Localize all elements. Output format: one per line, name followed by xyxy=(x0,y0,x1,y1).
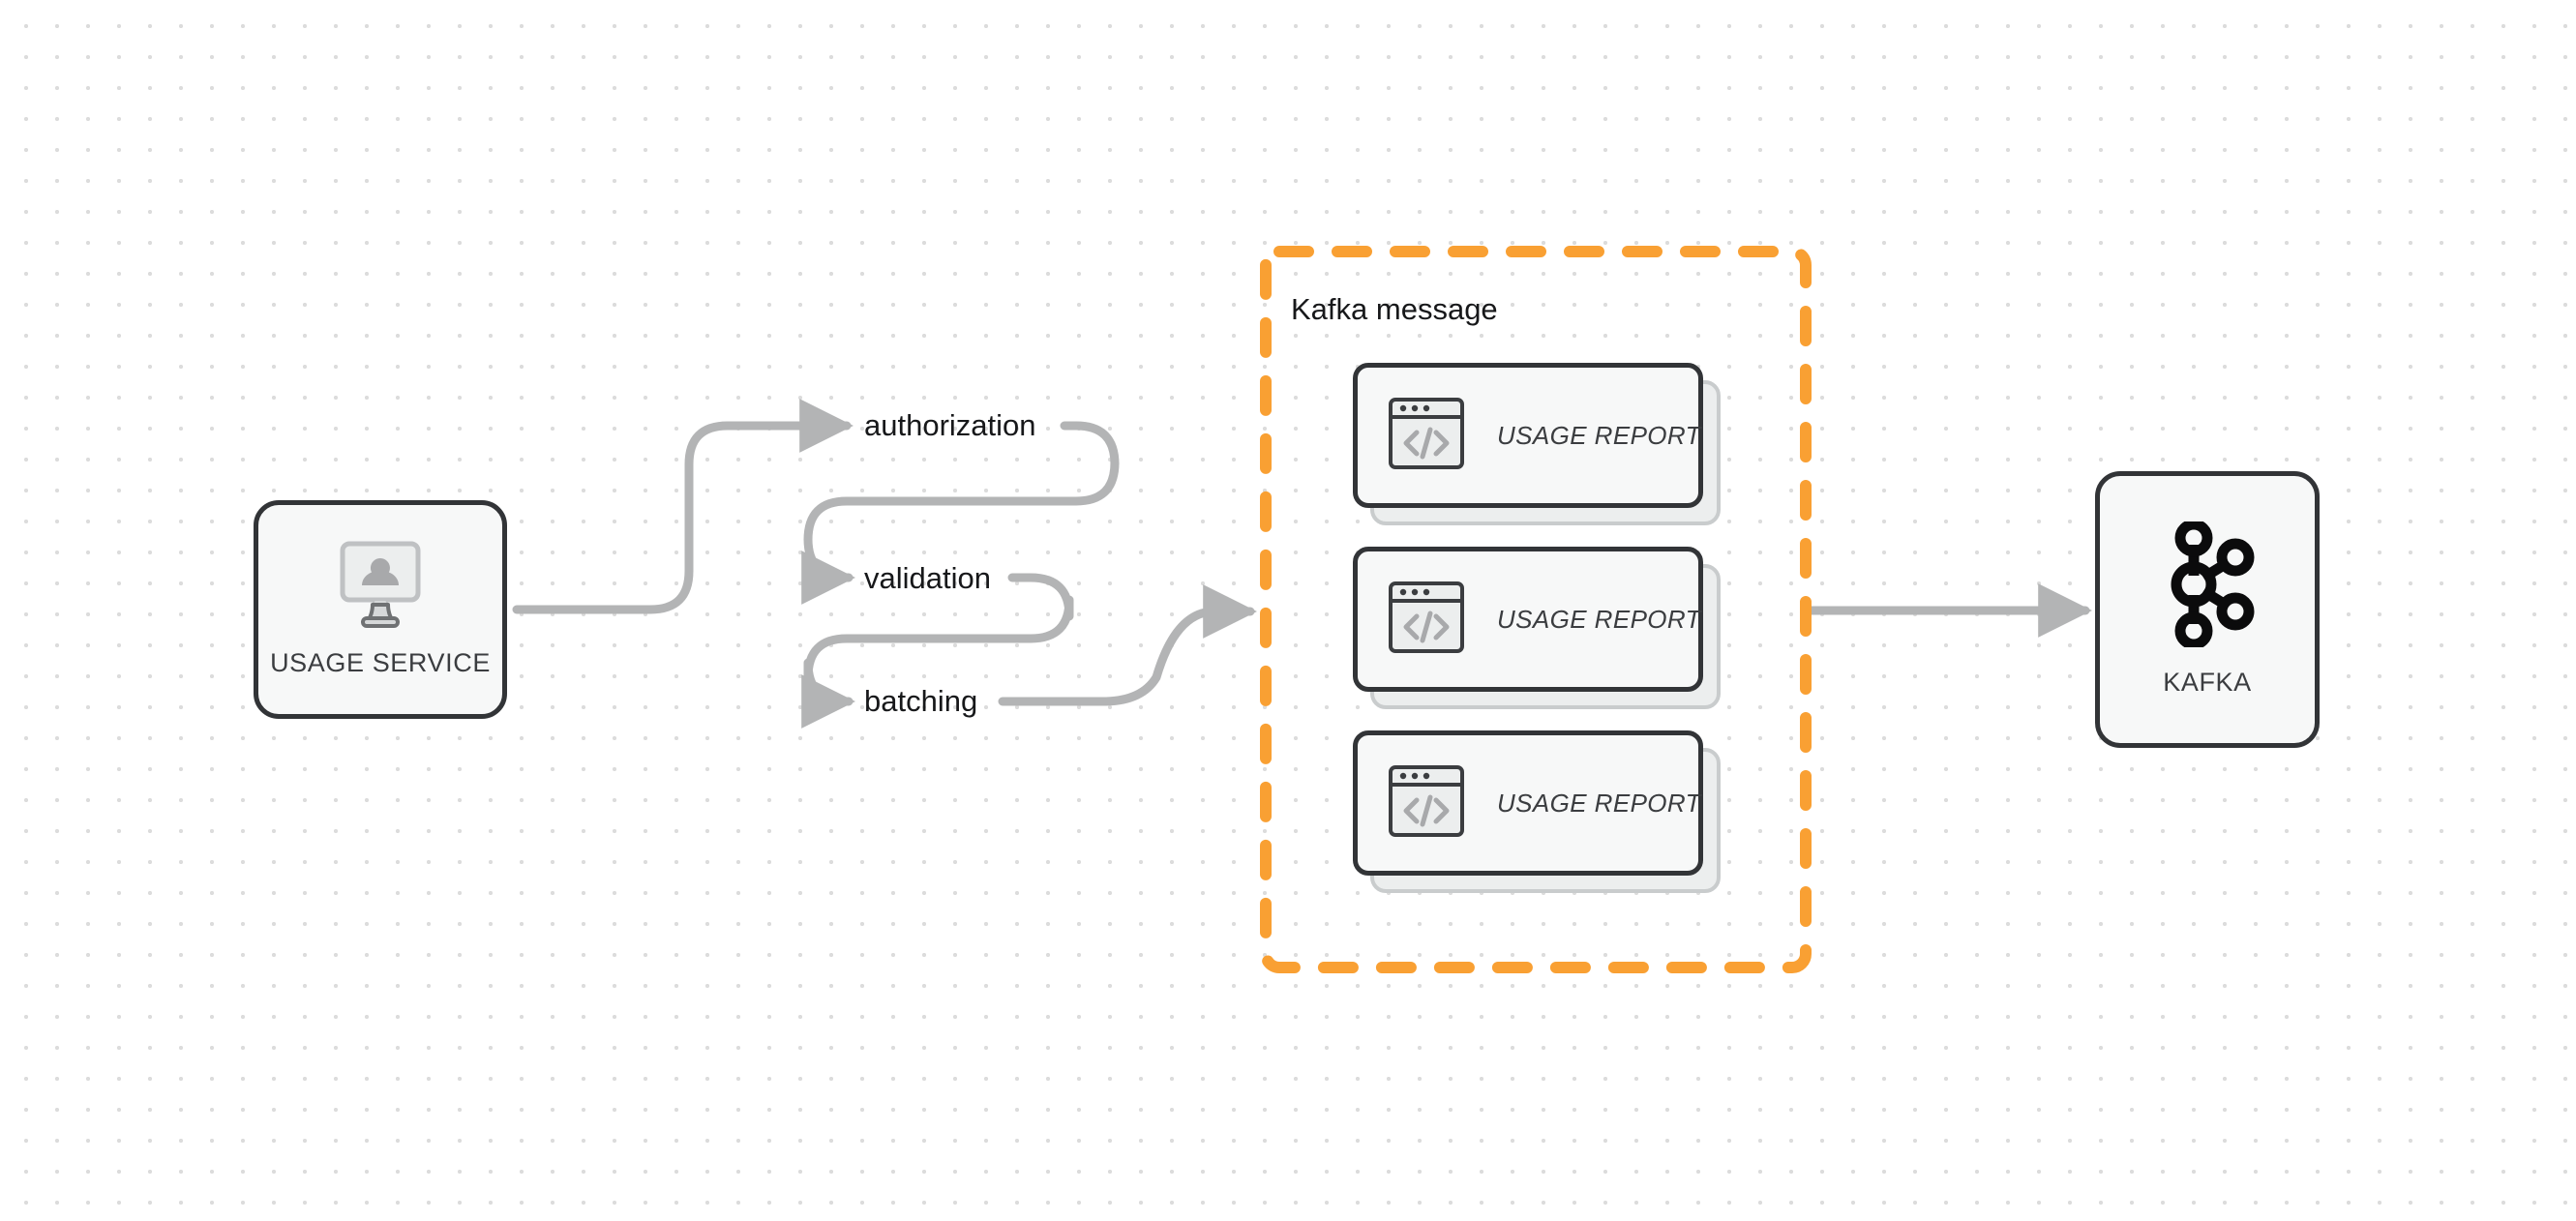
group-title-kafka-message: Kafka message xyxy=(1291,292,1498,326)
usage-report-card-label: USAGE REPORT xyxy=(1497,604,1701,634)
group-kafka-message[interactable]: Kafka message USAGE REP xyxy=(1260,246,1812,973)
usage-report-card-wrapper[interactable]: USAGE REPORT xyxy=(1353,730,1721,893)
node-label-kafka: KAFKA xyxy=(2163,668,2252,697)
connector-batching-to-kafka-message xyxy=(998,584,1257,706)
code-window-icon xyxy=(1387,394,1466,478)
monitor-user-icon xyxy=(332,541,429,633)
connector-authorization-to-validation xyxy=(801,421,1120,605)
usage-report-card[interactable]: USAGE REPORT xyxy=(1353,730,1703,876)
node-usage-service[interactable]: USAGE SERVICE xyxy=(254,500,507,719)
usage-report-card-label: USAGE REPORT xyxy=(1497,420,1701,450)
connector-usage-service-to-authorization xyxy=(512,399,854,614)
usage-report-card-wrapper[interactable]: USAGE REPORT xyxy=(1353,547,1721,709)
kafka-logo-icon xyxy=(2157,519,2258,652)
code-window-icon xyxy=(1387,761,1466,846)
usage-report-card-wrapper[interactable]: USAGE REPORT xyxy=(1353,363,1721,525)
step-label-validation: validation xyxy=(864,561,991,595)
connector-validation-to-batching xyxy=(801,573,1074,729)
usage-report-card[interactable]: USAGE REPORT xyxy=(1353,363,1703,508)
code-window-icon xyxy=(1387,578,1466,662)
node-kafka[interactable]: KAFKA xyxy=(2095,471,2320,748)
usage-report-card-label: USAGE REPORT xyxy=(1497,788,1701,818)
step-label-batching: batching xyxy=(864,684,978,718)
node-label-usage-service: USAGE SERVICE xyxy=(270,648,491,677)
usage-report-card[interactable]: USAGE REPORT xyxy=(1353,547,1703,692)
step-label-authorization: authorization xyxy=(864,408,1036,442)
